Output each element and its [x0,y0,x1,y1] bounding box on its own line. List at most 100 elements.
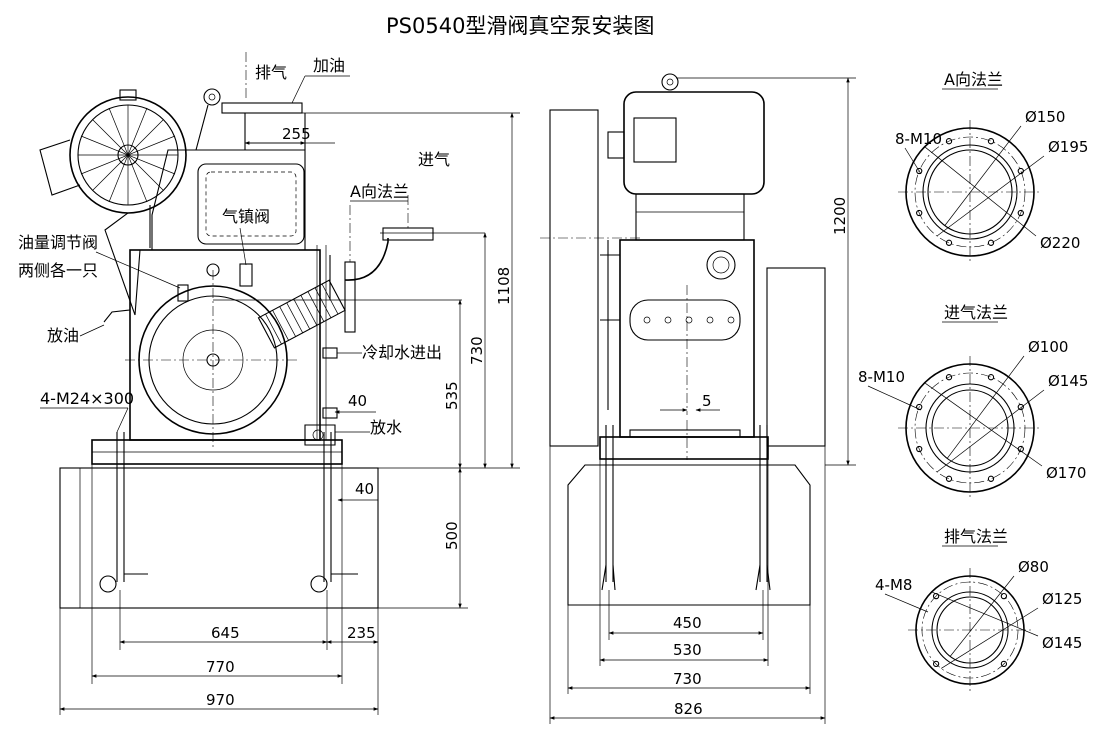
dimension-500: 500 [378,467,468,609]
svg-text:235: 235 [347,624,376,642]
oil-regulator-valve [177,263,253,302]
flange-d-outer-label: Ø145 [1042,634,1082,652]
bolt-hole [987,239,995,246]
svg-text:450: 450 [673,614,702,632]
front-dimension-450: 450 [608,590,764,640]
bolt-hole [916,445,923,453]
flange-title: A向法兰 [944,70,1003,89]
front-dimension-826: 826 [549,446,826,724]
svg-text:826: 826 [674,700,703,718]
label-oil-valve-line2: 两侧各一只 [18,261,98,280]
label-gas-ballast: 气镇阀 [222,207,270,226]
flange-d-bolt-label: Ø195 [1048,138,1088,156]
slide-valve-cover [257,279,346,349]
dimension-970: 970 [59,608,379,715]
oil-drain-pipe [103,309,131,323]
bolt-hole [987,138,995,145]
bolt-hole [1017,403,1024,411]
dimension-40-lower: 40 [337,480,378,502]
svg-text:770: 770 [206,658,235,676]
front-foundation [567,464,811,606]
flange-bolts-label: 8-M10 [858,368,905,386]
label-anchor-bolts: 4-M24×300 [40,389,134,408]
front-pulley-right [766,267,826,447]
flange-title: 进气法兰 [944,303,1008,322]
flange-d-outer-label: Ø170 [1046,464,1086,482]
oil-tank-window [197,163,305,245]
front-pulley-left [549,109,599,447]
svg-text:255: 255 [282,125,311,143]
label-oil-valve-line1: 油量调节阀 [18,233,98,252]
dimension-255: 255 [244,125,335,145]
flange-d-bolt-label: Ø125 [1042,590,1082,608]
svg-text:40: 40 [348,392,367,410]
bolt-hole [1017,167,1024,175]
dimension-730: 730 [468,232,487,469]
front-dimension-730: 730 [567,605,811,694]
flange-title: 排气法兰 [944,527,1008,546]
front-dimension-530: 530 [599,459,769,666]
foundation [59,467,379,609]
label-water-drain: 放水 [370,418,402,437]
drawing-title: PS0540型滑阀真空泵安装图 [386,14,654,38]
svg-text:530: 530 [673,641,702,659]
svg-text:535: 535 [443,381,461,410]
label-oil-fill: 加油 [313,56,345,75]
svg-text:730: 730 [468,336,486,365]
bolt-hole [945,475,953,482]
svg-text:645: 645 [211,624,240,642]
side-view: 排气 加油 进气 A向法兰 气镇阀 油量调节阀 两侧各一只 放油 4-M24×3… [18,52,520,715]
dimension-645: 645 [119,590,328,650]
anchor-bolt-right [310,432,358,593]
svg-text:500: 500 [443,521,461,550]
front-dimension-5: 5 [660,392,720,412]
front-view: 5 1200 450 530 730 [540,73,856,724]
bolt-hole [916,209,923,217]
bolt-hole [1017,209,1024,217]
flange-bolts-label: 8-M10 [895,130,942,148]
flange-details: A向法兰8-M10Ø150Ø195Ø220进气法兰8-M10Ø100Ø145Ø1… [858,70,1088,692]
front-dimension-1200: 1200 [676,77,856,466]
label-oil-drain: 放油 [47,326,79,345]
svg-text:730: 730 [673,670,702,688]
flange-bolts-label: 4-M8 [875,576,912,594]
flange-d-outer-label: Ø220 [1040,234,1080,252]
dimension-40-upper: 40 [334,392,376,414]
pump-body [125,149,321,450]
front-motor [607,73,765,241]
bolt-hole [916,403,923,411]
dimension-535: 535 [213,299,462,469]
bolt-hole [932,660,940,668]
svg-text:1200: 1200 [831,197,849,235]
flange-d-inner-label: Ø150 [1025,108,1065,126]
bolt-hole [945,138,953,145]
flange-d-inner-label: Ø100 [1028,338,1068,356]
bolt-hole [1000,660,1008,668]
bolt-hole [945,239,953,246]
dimension-1108: 1108 [300,112,520,469]
bolt-hole [987,374,995,381]
svg-text:1108: 1108 [495,267,513,305]
dimension-770: 770 [91,464,343,684]
bolt-hole [987,475,995,482]
dimension-235: 235 [326,608,379,650]
bolt-hole [1000,592,1008,600]
label-intake: 进气 [418,150,450,169]
front-base [599,436,769,460]
svg-text:970: 970 [206,691,235,709]
intake-pipe [329,195,485,333]
bolt-hole [916,167,923,175]
svg-text:40: 40 [355,480,374,498]
cooling-water-fittings [304,245,338,446]
anchor-bolt-left [99,432,148,593]
label-cooling-water: 冷却水进出 [362,343,442,362]
label-exhaust: 排气 [255,63,287,82]
svg-text:5: 5 [702,392,712,410]
flange-d-inner-label: Ø80 [1018,558,1049,576]
flange-d-bolt-label: Ø145 [1048,372,1088,390]
label-a-flange: A向法兰 [350,182,409,201]
